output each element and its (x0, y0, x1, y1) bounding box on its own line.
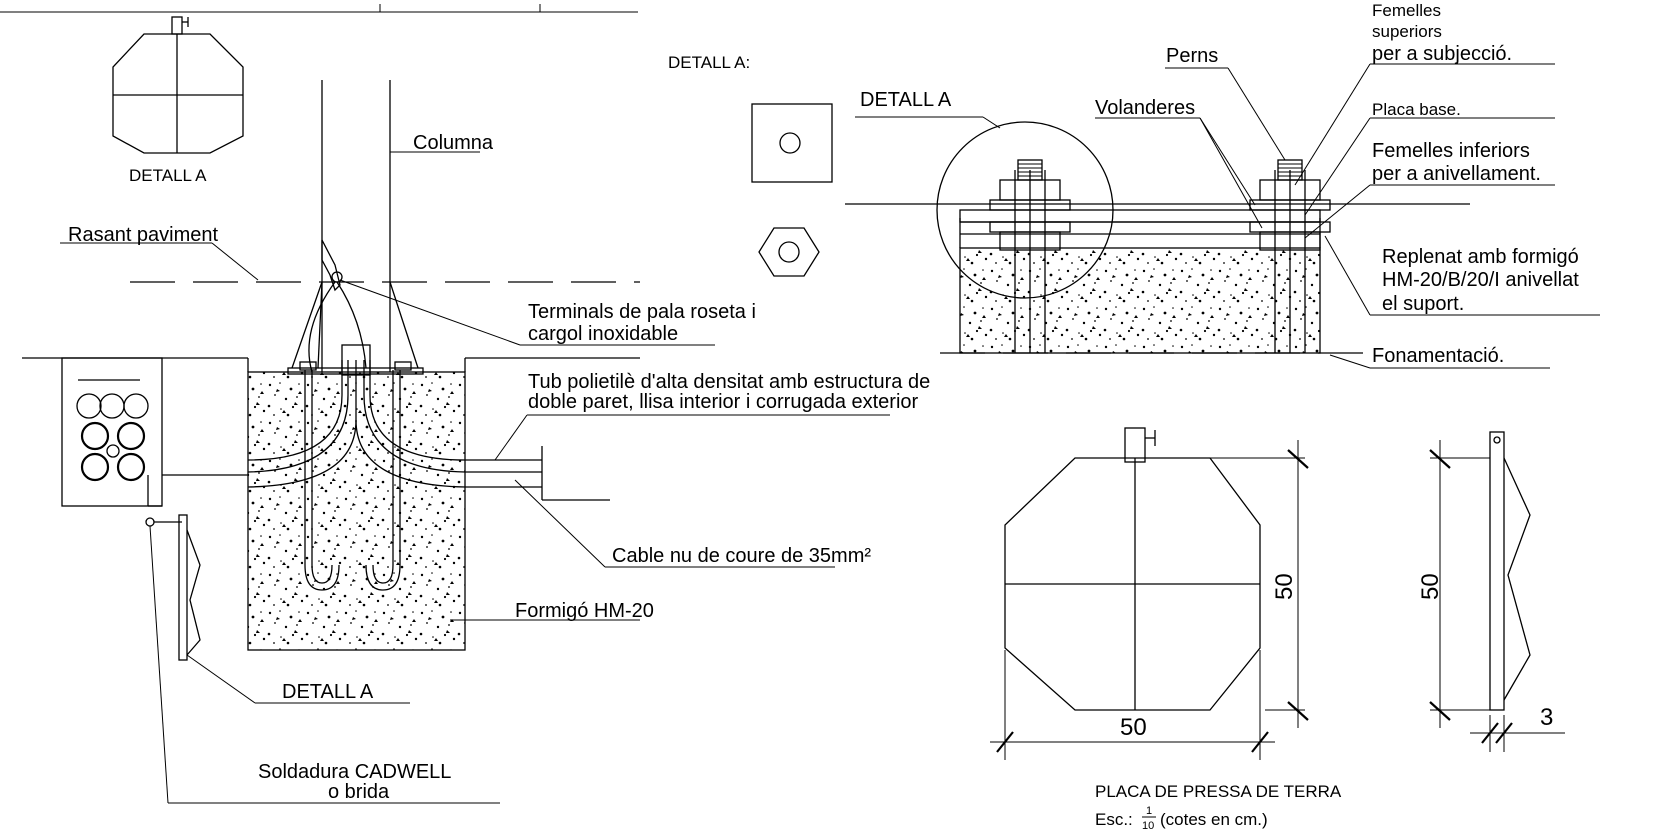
tube-label-line2: doble paret, llisa interior i corrugada … (528, 391, 919, 413)
base-plate-label: Placa base. (1372, 100, 1461, 119)
earth-plate-side-left (145, 514, 500, 804)
concrete-label: Formigó HM-20 (515, 600, 654, 622)
nut-plan (758, 227, 820, 277)
column-label: Columna (413, 132, 494, 154)
detail-a-caption-top: DETALL A (129, 166, 207, 185)
scale-prefix: Esc.: (1095, 810, 1133, 829)
earth-plate-side-right (1429, 431, 1565, 752)
base-plate-plan (751, 103, 833, 183)
washers-label: Volanderes (1095, 97, 1195, 119)
detail-a-callout-bottom: DETALL A (282, 681, 374, 703)
octagon-detail-top (0, 4, 638, 154)
upper-nuts-label-line3: per a subjecció. (1372, 43, 1512, 65)
lower-nuts-label-line1: Femelles inferiors (1372, 140, 1530, 162)
upper-nuts-label-line2: superiors (1372, 22, 1442, 41)
refill-label-line2: HM-20/B/20/I anivellat (1382, 269, 1579, 291)
tube-label-line1: Tub polietilè d'alta densitat amb estruc… (528, 371, 930, 393)
scale-numerator: 1 (1146, 805, 1152, 817)
lower-nuts-label-line2: per a anivellament. (1372, 163, 1541, 185)
plate-height-dimension: 50 (1271, 573, 1298, 600)
foundation-label: Fonamentació. (1372, 345, 1504, 367)
scale-note: Esc.: 1 10 (cotes en cm.) (1095, 805, 1268, 831)
side-thickness-dimension: 3 (1540, 704, 1553, 731)
detail-a-heading: DETALL A: (668, 53, 750, 72)
cadwell-weld-label-line2: o brida (328, 781, 390, 803)
upper-nuts-label-line1: Femelles (1372, 1, 1441, 20)
scale-denominator: 10 (1142, 820, 1154, 831)
scale-suffix: (cotes en cm.) (1160, 810, 1268, 829)
earth-plate-plan (990, 427, 1309, 760)
pavement-level-label: Rasant paviment (68, 224, 219, 246)
plate-width-dimension: 50 (1120, 714, 1147, 741)
side-height-dimension: 50 (1417, 573, 1444, 600)
refill-label-line1: Replenat amb formigó (1382, 246, 1579, 268)
terminals-label-line1: Terminals de pala roseta i (528, 301, 756, 323)
copper-cable-label: Cable nu de coure de 35mm² (612, 545, 871, 567)
cadwell-weld-label-line1: Soldadura CADWELL (258, 761, 451, 783)
refill-label-line3: el suport. (1382, 293, 1464, 315)
terminals-label-line2: cargol inoxidable (528, 323, 678, 345)
column-foundation-section (22, 80, 890, 651)
manhole-box (61, 357, 163, 507)
detail-a-circle-label: DETALL A (860, 89, 952, 111)
earth-plate-title: PLACA DE PRESSA DE TERRA (1095, 782, 1342, 801)
bolts-label: Perns (1166, 45, 1218, 67)
anchor-section-detail (845, 63, 1600, 369)
